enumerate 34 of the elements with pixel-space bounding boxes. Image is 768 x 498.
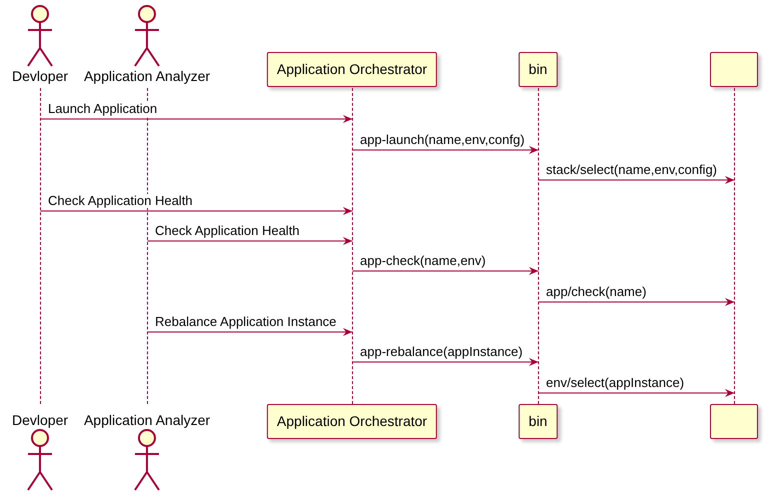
edge-label: app-rebalance(appInstance) xyxy=(359,345,524,359)
message-arrow xyxy=(538,176,735,184)
participant-box xyxy=(710,404,758,439)
participant-box: bin xyxy=(518,52,558,87)
message-arrow xyxy=(538,298,735,306)
lifeline xyxy=(352,88,353,404)
message-arrow xyxy=(40,207,353,215)
message-arrow xyxy=(147,328,353,336)
actor-figure: Application Analyzer xyxy=(84,412,210,492)
edge-label: app-check(name,env) xyxy=(359,254,487,268)
edge-label: env/select(appInstance) xyxy=(545,376,686,390)
edge-label: app-launch(name,env,confg) xyxy=(359,133,526,147)
message-arrow xyxy=(40,115,353,123)
actor-figure: Devloper xyxy=(12,412,68,492)
lifeline xyxy=(734,88,735,404)
participant-box: Application Orchestrator xyxy=(266,404,438,439)
lifeline xyxy=(538,88,539,404)
message-arrow xyxy=(352,358,539,366)
message-arrow xyxy=(147,237,353,245)
message-arrow xyxy=(538,389,735,397)
edge-label: Check Application Health xyxy=(47,194,194,208)
actor-figure: Devloper xyxy=(12,4,68,84)
participant-box: bin xyxy=(518,404,558,439)
edge-label: Rebalance Application Instance xyxy=(154,315,338,329)
actor-figure: Application Analyzer xyxy=(84,4,210,84)
lifeline xyxy=(40,88,41,404)
participant-box xyxy=(710,52,758,87)
participant-box: Application Orchestrator xyxy=(266,52,438,87)
edge-label: app/check(name) xyxy=(545,285,648,299)
edge-label: stack/select(name,env,config) xyxy=(545,163,718,177)
message-arrow xyxy=(352,146,539,154)
edge-label: Launch Application xyxy=(47,102,158,116)
edge-label: Check Application Health xyxy=(154,224,301,238)
message-arrow xyxy=(352,267,539,275)
